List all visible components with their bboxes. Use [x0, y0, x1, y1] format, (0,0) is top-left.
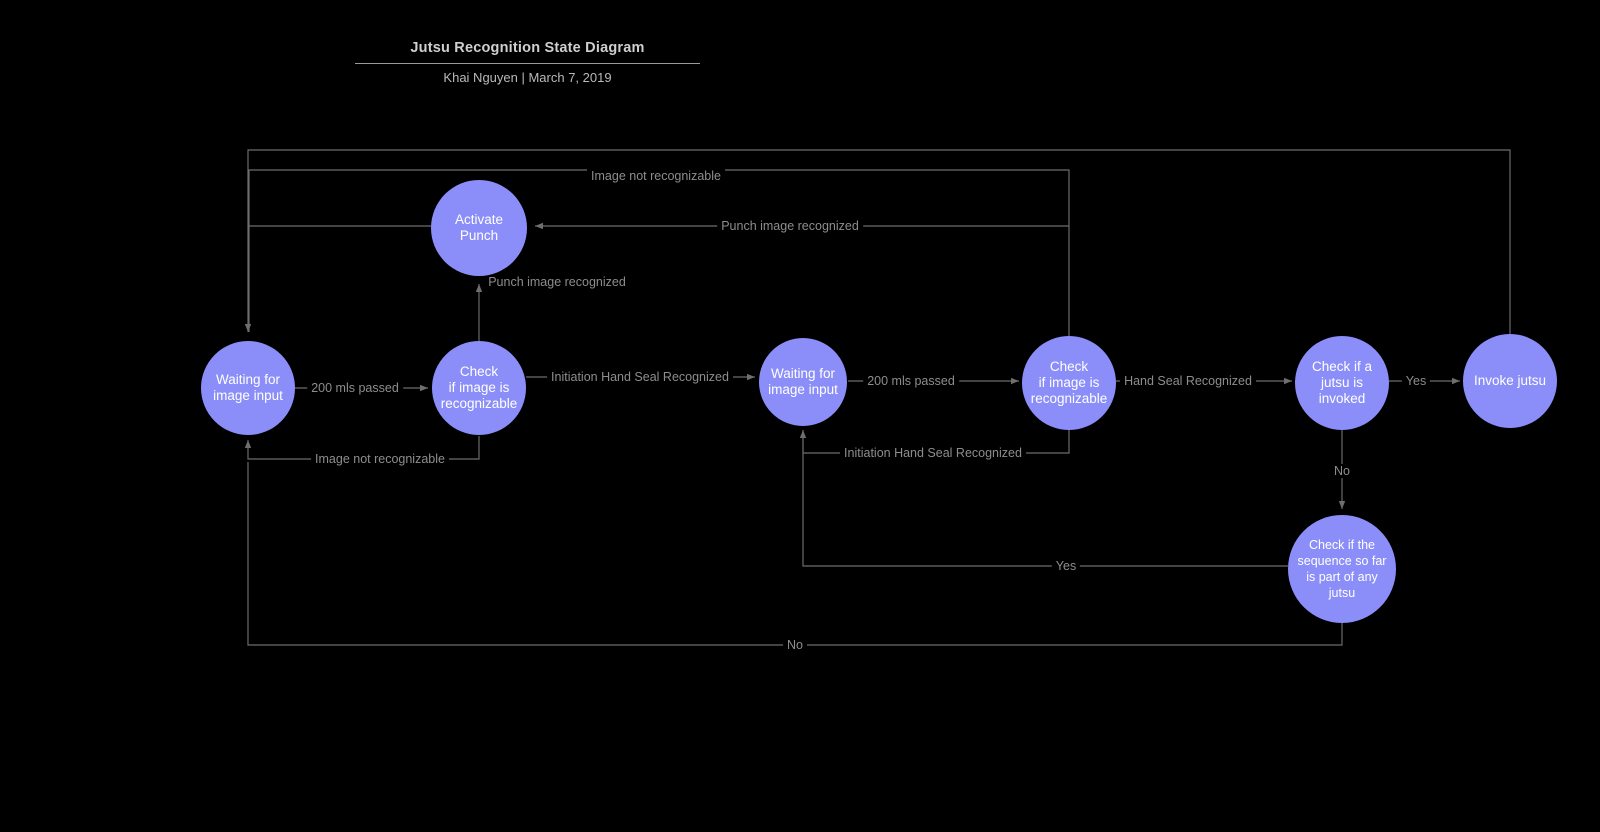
state-node-activate-punch[interactable]: Activate Punch: [431, 180, 527, 276]
edge-label-yes-invoke: Yes: [1401, 374, 1431, 388]
node-label: Activate Punch: [454, 212, 504, 243]
node-label: Waiting for image input: [213, 372, 283, 403]
state-node-invoke-jutsu[interactable]: Invoke jutsu: [1463, 334, 1557, 428]
state-node-check-if-image-is-recognizable-1[interactable]: Check if image is recognizable: [432, 341, 526, 435]
edge-checkseq-to-wait2: [802, 432, 1288, 567]
state-node-check-if-a-jutsu-is-invoked[interactable]: Check if a jutsu is invoked: [1295, 336, 1389, 430]
edge-label-punch-recognized-1: Punch image recognized: [484, 275, 630, 289]
byline: Khai Nguyen | March 7, 2019: [443, 70, 612, 85]
edge-label-200mls-1: 200 mls passed: [307, 381, 403, 395]
edge-label-image-not-recognizable-2: Image not recognizable: [587, 169, 725, 183]
state-node-check-if-image-is-recognizable-2[interactable]: Check if image is recognizable: [1022, 336, 1116, 430]
edge-invoke-to-wait1: [244, 149, 1511, 334]
page-title: Jutsu Recognition State Diagram: [410, 40, 645, 56]
edge-label-yes-wait2: Yes: [1051, 559, 1081, 573]
node-label: Check if image is recognizable: [1030, 359, 1108, 406]
edge-check2-to-wait1: [248, 169, 1070, 336]
node-label: Check if the sequence so far is part of …: [1297, 538, 1387, 600]
edge-label-punch-recognized-2: Punch image recognized: [717, 219, 863, 233]
edge-label-no-checkseq: No: [1330, 464, 1354, 478]
node-label: Check if a jutsu is invoked: [1311, 359, 1373, 406]
node-label: Check if image is recognizable: [440, 364, 518, 411]
edge-label-initiation-hand-seal-2: Initiation Hand Seal Recognized: [840, 446, 1026, 460]
edge-label-no-wait1: No: [783, 638, 807, 652]
edge-label-initiation-hand-seal-1: Initiation Hand Seal Recognized: [547, 370, 733, 384]
state-node-waiting-for-image-input-2[interactable]: Waiting for image input: [759, 338, 847, 426]
title-divider: [355, 63, 700, 64]
edge-label-image-not-recognizable-1: Image not recognizable: [311, 452, 449, 466]
node-label: Invoke jutsu: [1473, 373, 1547, 388]
state-node-check-if-sequence-is-part-of-any-jutsu[interactable]: Check if the sequence so far is part of …: [1288, 515, 1396, 623]
state-node-waiting-for-image-input-1[interactable]: Waiting for image input: [201, 341, 295, 435]
edge-label-200mls-2: 200 mls passed: [863, 374, 959, 388]
edge-checkseq-to-wait1: [247, 462, 1343, 646]
node-label: Waiting for image input: [768, 366, 838, 397]
edge-label-hand-seal-recognized: Hand Seal Recognized: [1120, 374, 1256, 388]
title-block: Jutsu Recognition State Diagram Khai Ngu…: [355, 38, 700, 85]
